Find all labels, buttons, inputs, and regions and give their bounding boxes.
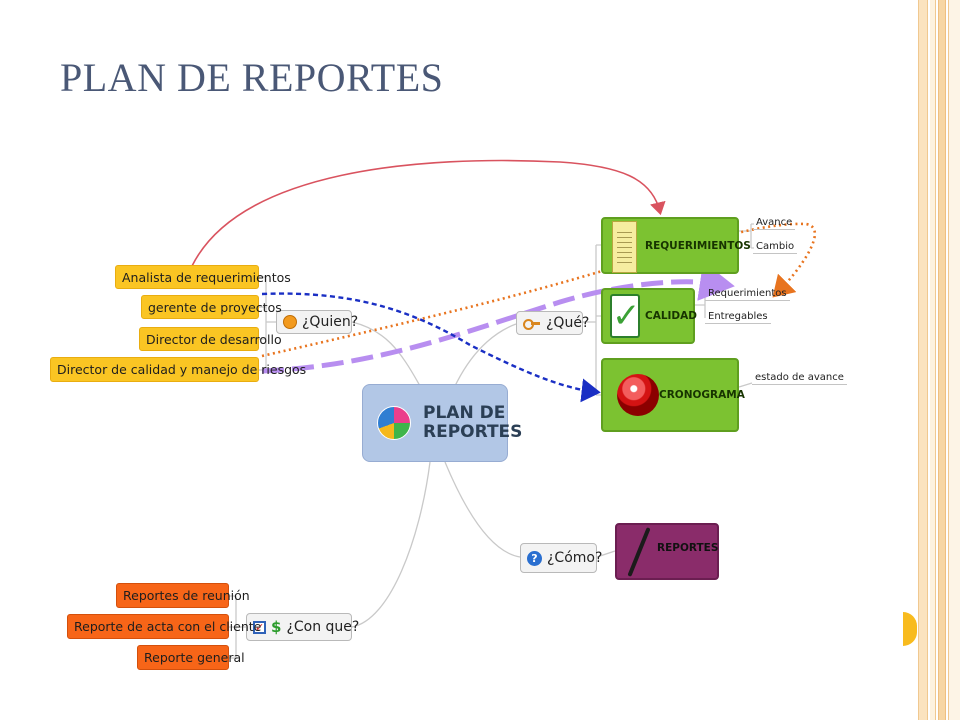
detail-leaf: Avance xyxy=(753,217,796,230)
border-stripe xyxy=(918,0,928,720)
conque-item[interactable]: Reportes de reunión xyxy=(116,583,250,608)
clock-icon xyxy=(283,315,297,329)
red-relation-arrow xyxy=(191,159,666,267)
quien-item[interactable]: Director de desarrollo xyxy=(139,327,282,351)
central-node[interactable]: PLAN DE REPORTES xyxy=(362,384,522,462)
chart-icon xyxy=(377,406,411,440)
branch-como[interactable]: ? ¿Cómo? xyxy=(520,543,602,573)
detail-leaf: Cambio xyxy=(753,241,798,254)
branch-conque[interactable]: ✓ $ ¿Con que? xyxy=(246,613,359,641)
branch-quien[interactable]: ¿Quien? xyxy=(276,310,358,334)
branch-que-label: ¿Qué? xyxy=(546,315,590,331)
branch-connector xyxy=(596,550,616,558)
como-item-reportes[interactable]: REPORTES xyxy=(615,523,719,580)
branch-connector xyxy=(454,323,517,387)
branch-conque-label: ¿Con que? xyxy=(286,619,360,635)
branch-como-label: ¿Cómo? xyxy=(547,550,603,566)
checkbox-icon: ✓ xyxy=(253,620,266,634)
branch-connector xyxy=(259,276,266,371)
border-stripe xyxy=(930,0,936,720)
pen-icon xyxy=(627,527,651,577)
dollar-icon: $ xyxy=(271,618,282,636)
detail-leaf: Entregables xyxy=(705,311,771,324)
que-item-calidad[interactable]: ✓ CALIDAD xyxy=(601,288,697,344)
central-node-label: PLAN DE REPORTES xyxy=(423,403,523,442)
quien-item[interactable]: Director de calidad y manejo de riesgos xyxy=(50,357,306,382)
leaf-connector xyxy=(738,382,753,388)
slide-title: PLAN DE REPORTES xyxy=(60,55,444,100)
detail-leaf: estado de avance xyxy=(752,372,847,385)
branch-connector xyxy=(444,461,521,558)
purple-relation-arrow xyxy=(261,261,735,374)
quien-item[interactable]: Analista de requerimientos xyxy=(115,265,291,289)
border-stripe xyxy=(948,0,960,720)
branch-que[interactable]: ¿Qué? xyxy=(516,311,589,335)
que-item-cronograma[interactable]: CRONOGRAMA xyxy=(601,358,745,432)
conque-item[interactable]: Reporte de acta con el cliente xyxy=(67,614,261,639)
branch-quien-label: ¿Quien? xyxy=(302,314,359,330)
check-icon: ✓ xyxy=(610,294,641,338)
alarm-clock-icon xyxy=(617,374,659,416)
que-item-requerimientos[interactable]: REQUERIMIENTOS xyxy=(601,217,751,274)
border-stripe xyxy=(938,0,946,720)
leaf-connector xyxy=(739,223,754,249)
detail-leaf: Requerimientos xyxy=(705,288,790,301)
branch-connector xyxy=(229,595,236,659)
document-icon xyxy=(612,221,637,273)
slide-tab xyxy=(903,612,917,646)
branch-connector xyxy=(351,461,431,628)
quien-item[interactable]: gerente de proyectos xyxy=(141,295,282,319)
conque-item[interactable]: Reporte general xyxy=(137,645,245,670)
question-icon: ? xyxy=(527,550,542,566)
branch-connector xyxy=(351,321,421,387)
key-icon xyxy=(523,318,541,330)
